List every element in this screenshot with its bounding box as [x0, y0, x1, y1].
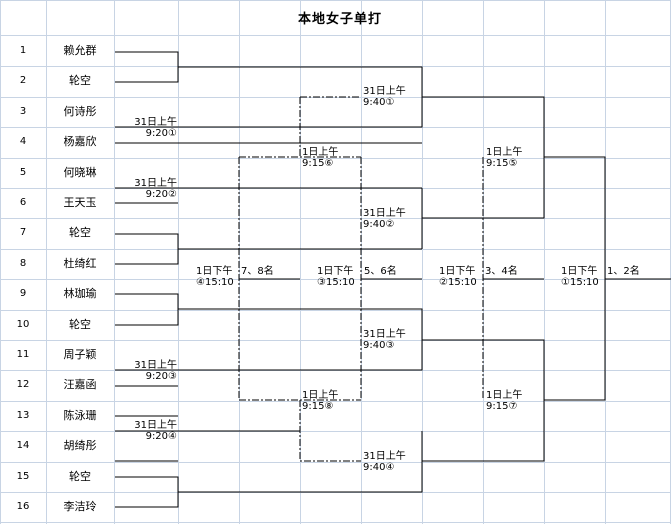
seed-number: 12	[16, 379, 30, 391]
seed-number: 14	[16, 440, 30, 452]
player-name: 轮空	[69, 226, 91, 240]
player-name: 轮空	[69, 74, 91, 88]
player-name: 轮空	[69, 317, 91, 331]
seed-number: 11	[16, 349, 30, 360]
player-name: 轮空	[69, 469, 91, 483]
player-name: 胡绮彤	[63, 439, 97, 453]
seed-number: 7	[19, 227, 27, 239]
seed-number: 16	[16, 501, 30, 512]
consolation-bracket-line	[299, 400, 361, 462]
seed-number: 9	[19, 288, 27, 300]
player-name: 汪嘉函	[63, 378, 97, 392]
seed-number: 2	[19, 75, 27, 87]
bracket-line	[115, 51, 179, 83]
bracket-line	[178, 431, 423, 493]
seed-number: 8	[19, 257, 27, 269]
player-name: 李洁玲	[63, 500, 97, 513]
seed-number: 13	[16, 409, 30, 421]
player-name: 周子颖	[63, 348, 97, 361]
player-name: 何晓琳	[63, 165, 97, 179]
player-name: 杜绮红	[63, 256, 97, 270]
seed-number: 3	[19, 105, 27, 117]
player-name: 林珈瑜	[63, 287, 97, 301]
placement-label: 1、2名	[607, 266, 640, 277]
player-name: 何诗彤	[63, 104, 97, 118]
seed-number: 10	[16, 318, 30, 330]
player-name: 陈泳珊	[63, 408, 97, 422]
seed-number: 1	[19, 45, 27, 56]
player-name: 杨嘉欣	[63, 135, 97, 149]
bracket-line	[115, 293, 179, 326]
seed-number: 5	[19, 166, 27, 178]
seed-number: 6	[19, 197, 27, 208]
bracket-line	[115, 476, 179, 508]
bracket-line	[115, 233, 179, 265]
placement-label: 7、8名	[241, 266, 274, 277]
seed-number: 4	[19, 136, 27, 148]
placement-label: 3、4名	[485, 266, 518, 277]
placement-label: 5、6名	[364, 266, 397, 277]
page-title: 本地女子单打	[297, 12, 382, 27]
seed-number: 15	[16, 470, 30, 482]
player-name: 赖允群	[63, 44, 97, 57]
player-name: 王天玉	[63, 196, 97, 209]
